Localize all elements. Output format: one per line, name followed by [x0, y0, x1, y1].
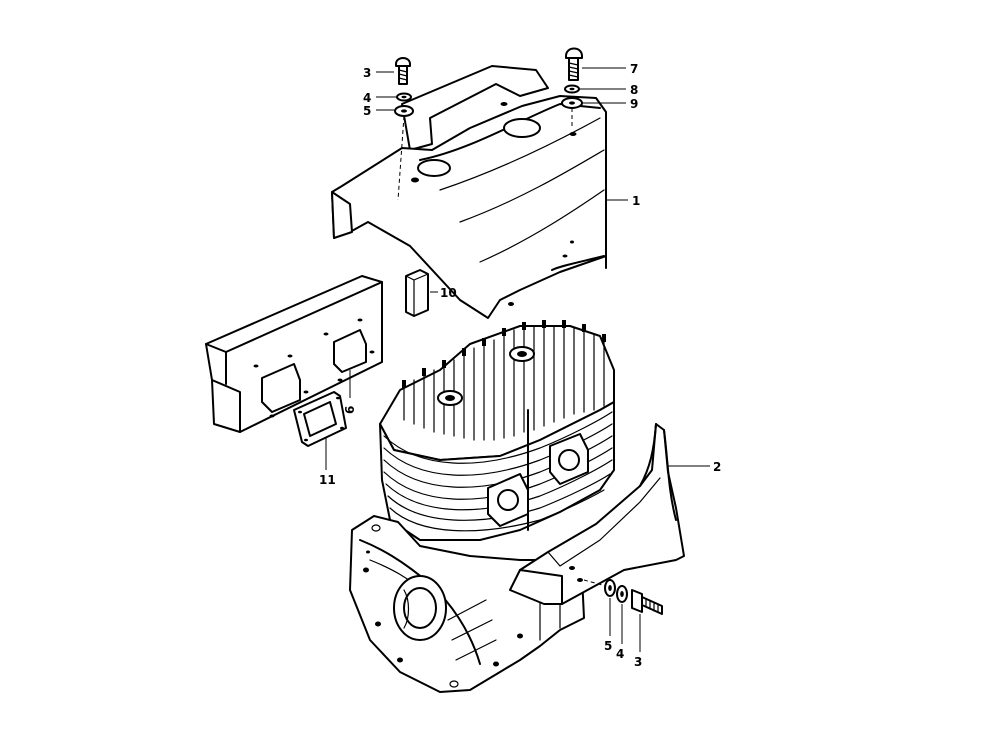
callout-6: 6 — [343, 406, 357, 414]
leader-lines — [325, 67, 710, 652]
callout-5-bottom: 5 — [604, 639, 612, 653]
washer-part-9 — [561, 97, 583, 109]
washer-part-4-top — [396, 92, 412, 102]
washer-part-8 — [564, 84, 580, 94]
screw-part-3-top — [395, 57, 411, 85]
assembly-axis-top-left — [397, 115, 405, 201]
washer-part-4-bottom — [616, 585, 628, 603]
callout-labels: 3 4 5 7 8 9 1 10 6 11 2 5 4 3 — [319, 62, 721, 669]
side-bracket-part-2 — [509, 423, 685, 605]
callout-10: 10 — [440, 286, 457, 300]
screw-part-7 — [565, 47, 583, 81]
callout-3-bottom: 3 — [634, 655, 642, 669]
assembly-axis-bottom — [583, 579, 607, 587]
engine-crankcase — [349, 515, 585, 693]
screw-part-3-bottom — [631, 589, 663, 615]
callout-3-top: 3 — [363, 66, 371, 80]
gasket-part-11 — [293, 391, 347, 447]
shield-plate-part-6 — [205, 275, 383, 433]
callout-7: 7 — [630, 62, 638, 76]
callout-4-top: 4 — [363, 91, 371, 105]
callout-11: 11 — [319, 473, 336, 487]
washer-part-5-bottom — [604, 579, 616, 597]
callout-4-bottom: 4 — [616, 647, 624, 661]
callout-8: 8 — [630, 83, 638, 97]
cooling-fins — [403, 325, 605, 441]
upper-shroud-part-1 — [331, 65, 607, 319]
callout-9: 9 — [630, 97, 638, 111]
fin-tips — [402, 320, 606, 388]
engine-cylinder-barrels — [379, 401, 615, 541]
callout-2: 2 — [713, 460, 721, 474]
callout-5-top: 5 — [363, 104, 371, 118]
callout-1: 1 — [632, 194, 640, 208]
block-part-10 — [405, 269, 429, 317]
washer-part-5-top — [394, 105, 414, 117]
